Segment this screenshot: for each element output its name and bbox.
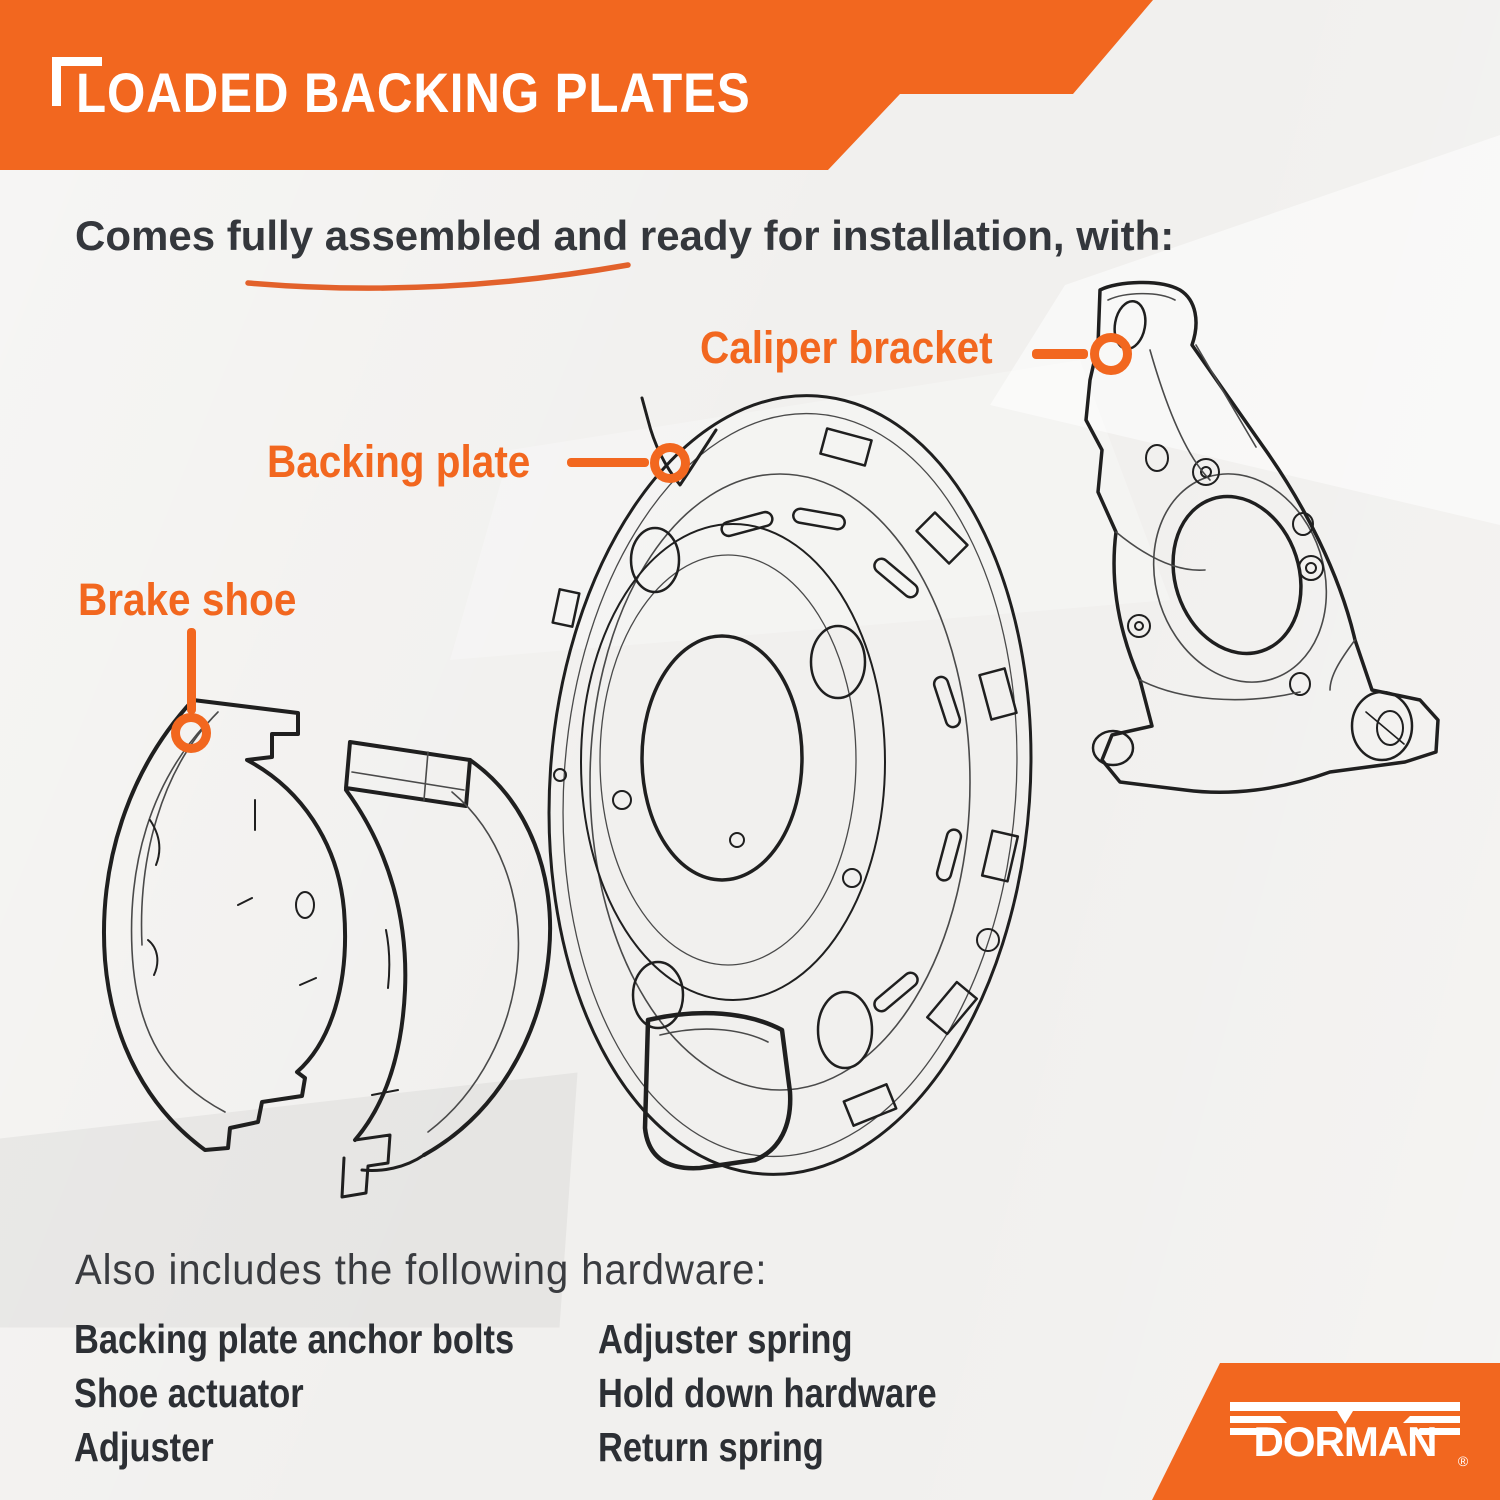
leader-line [567,458,649,467]
callout-label: Backing plate [267,436,531,487]
page-title: LOADED BACKING PLATES [76,61,751,124]
brand-banner: DORMAN ® [1152,1363,1500,1500]
registered-mark: ® [1458,1453,1469,1469]
target-ring-icon [1090,333,1132,375]
brake-shoes-drawing [102,698,553,1199]
callout-label: Caliper bracket [700,322,993,373]
hardware-heading: Also includes the following hardware: [75,1246,768,1294]
callout-label: Brake shoe [78,574,297,625]
backing-plate-drawing [547,394,1033,1176]
dorman-logo: DORMAN ® [1230,1402,1469,1469]
brand-name: DORMAN [1254,1418,1437,1465]
caliper-bracket-drawing [1084,280,1440,794]
target-ring-icon [650,443,690,483]
hardware-item: Hold down hardware [598,1370,937,1416]
leader-line [1032,349,1088,359]
corner-bracket-icon [52,57,102,106]
hardware-item: Backing plate anchor bolts [74,1316,515,1362]
leader-line [187,628,196,714]
intro-text: Comes fully assembled and ready for inst… [75,212,1175,259]
hardware-item: Adjuster [74,1424,214,1470]
hardware-item: Adjuster spring [598,1316,853,1362]
hardware-item: Shoe actuator [74,1370,304,1416]
target-ring-icon [171,713,211,753]
hardware-column-left: Backing plate anchor bolts Shoe actuator… [74,1312,598,1474]
underline-swoosh-icon [245,262,631,291]
hardware-column-right: Adjuster spring Hold down hardware Retur… [598,1312,1001,1474]
hardware-item: Return spring [598,1424,824,1470]
